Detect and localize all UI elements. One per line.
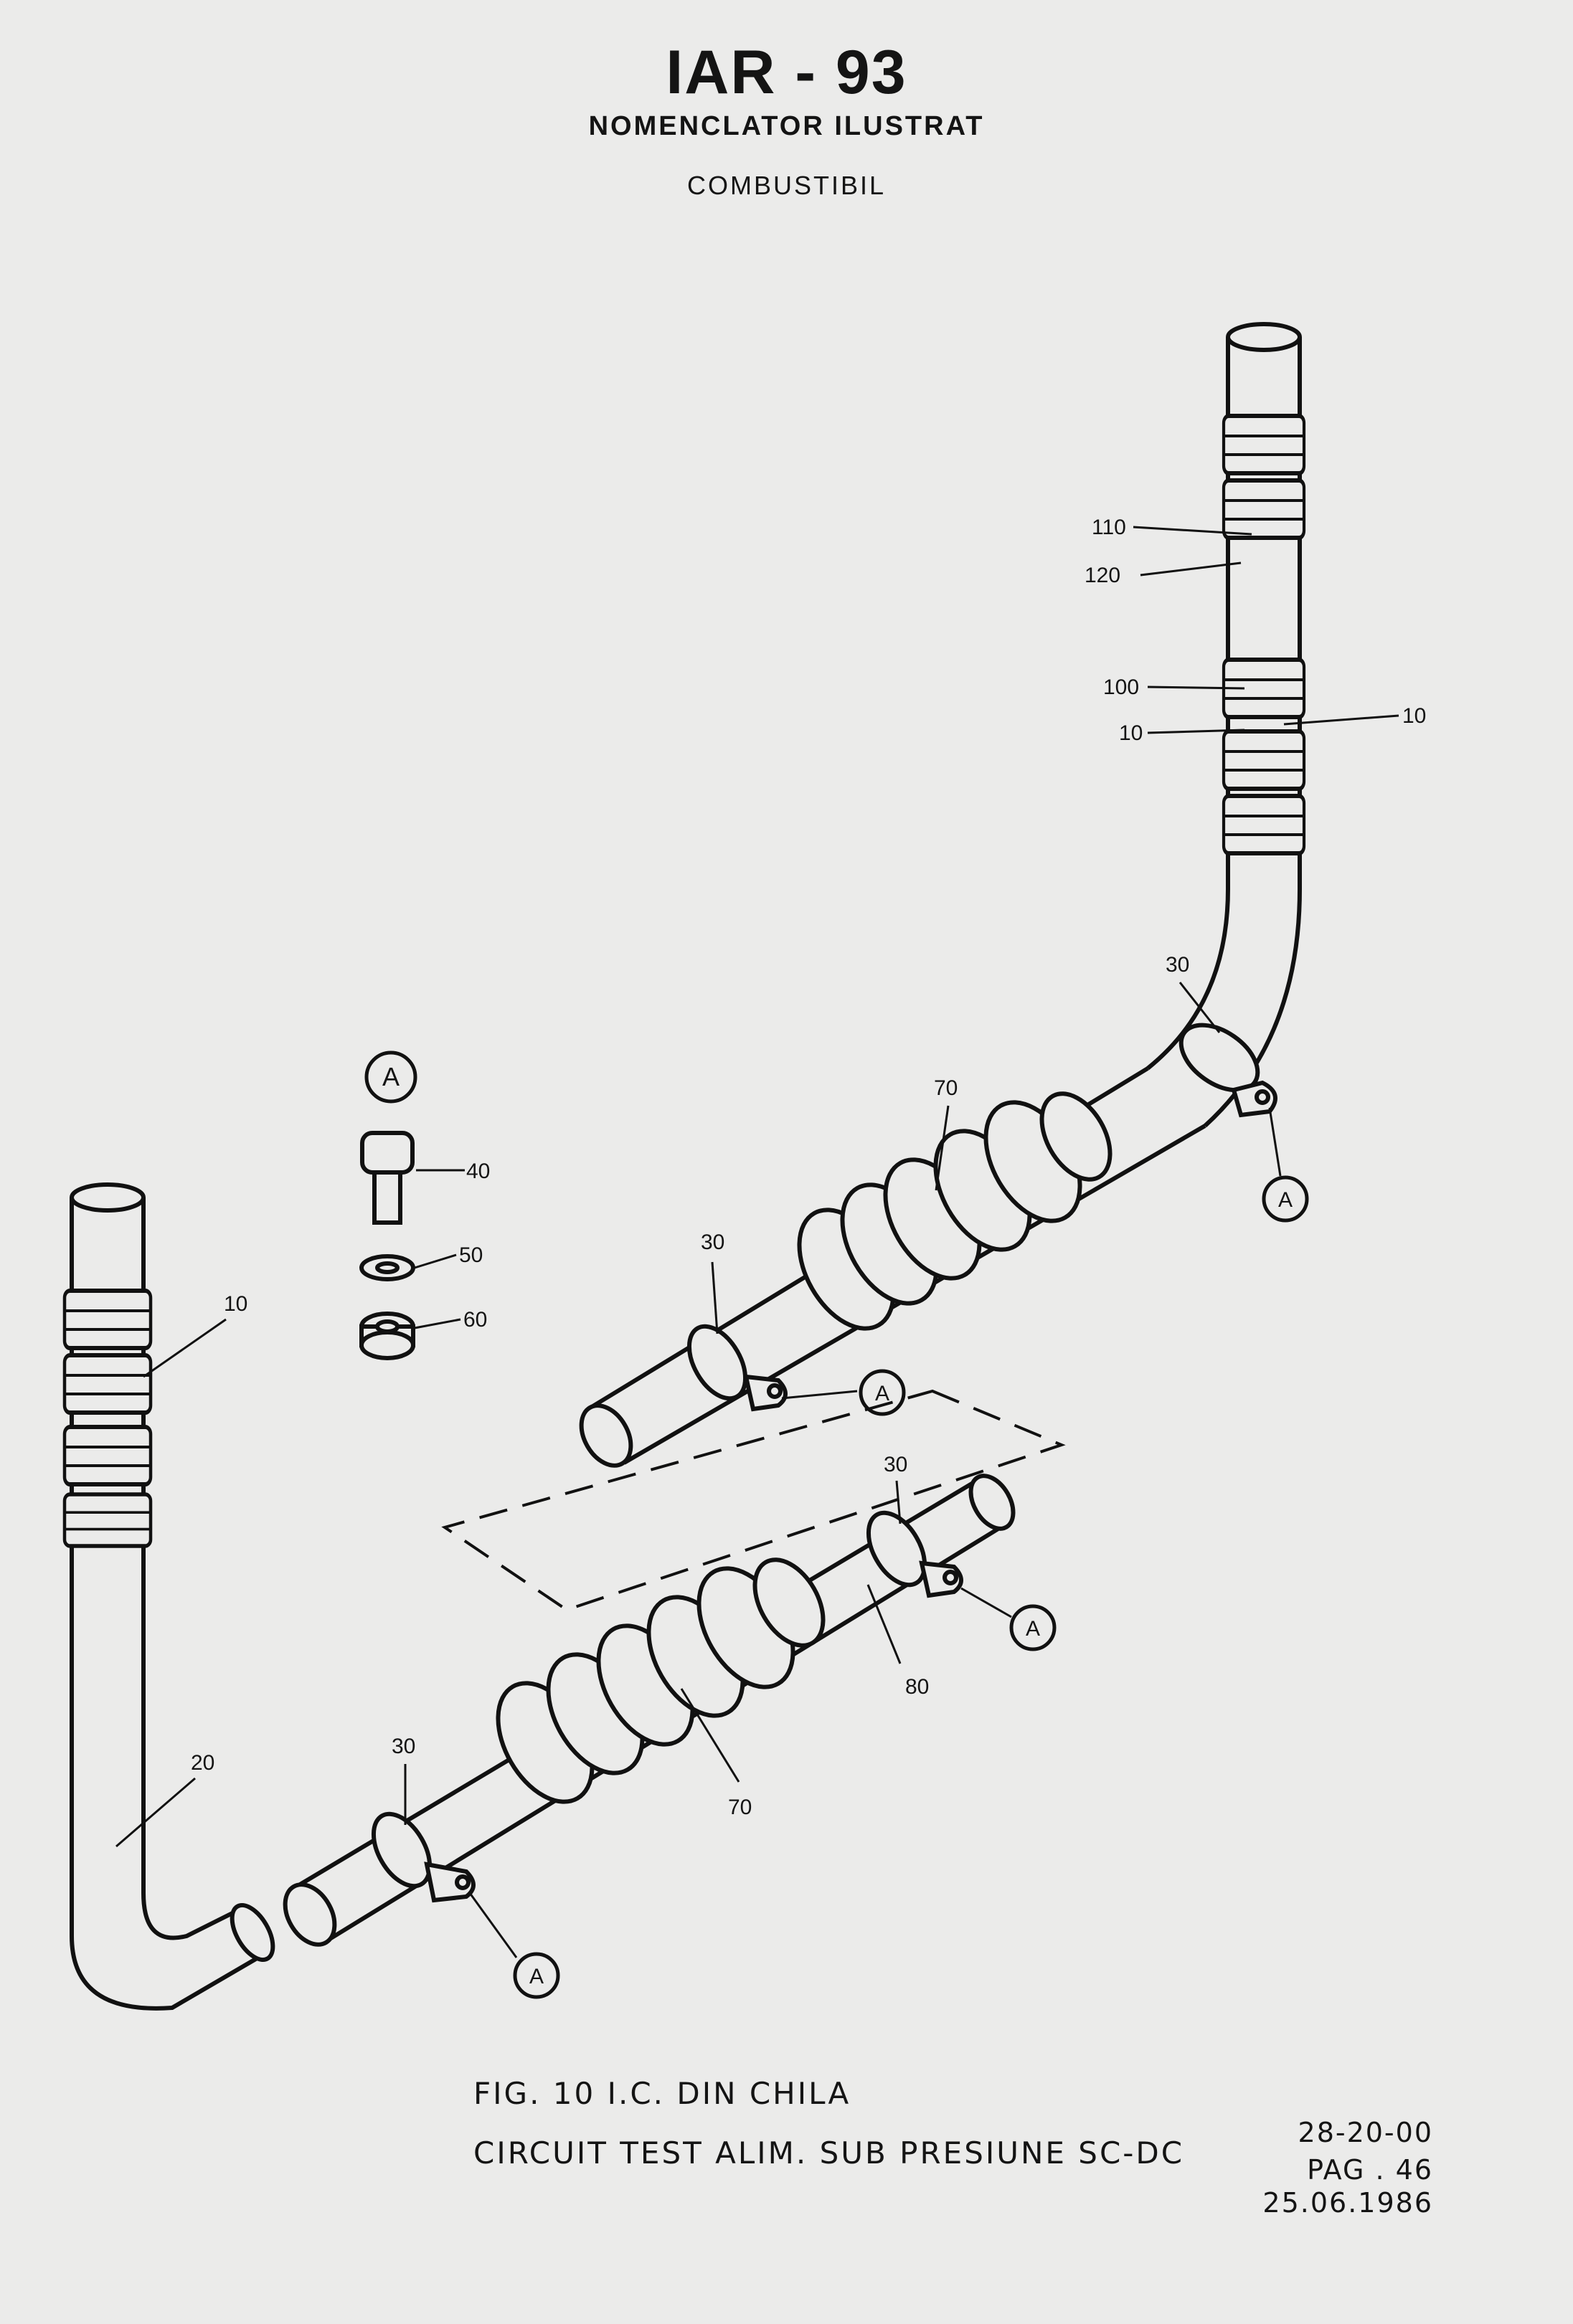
svg-text:A: A: [529, 1965, 544, 1988]
left-pipe-20: [70, 1182, 275, 2011]
detail-a-marker-upper-bend: A: [1262, 1175, 1309, 1223]
leader-lines: [115, 526, 1399, 1958]
clamp-lower-right: [866, 1510, 963, 1598]
lower-diagonal-fittings: [496, 1557, 826, 1804]
detail-a-marker-lower-left: A: [513, 1952, 560, 1999]
callout-20: 20: [191, 1751, 214, 1775]
callout-80: 80: [905, 1675, 929, 1699]
svg-text:A: A: [1278, 1188, 1293, 1212]
page-number: PAG . 46: [1307, 2154, 1433, 2186]
svg-text:A: A: [875, 1382, 889, 1405]
clamp-upper-left: [686, 1324, 788, 1412]
document-subtitle: NOMENCLATOR ILUSTRAT: [588, 111, 985, 141]
revision-date: 25.06.1986: [1262, 2187, 1433, 2219]
callout-30-upper-left: 30: [701, 1230, 724, 1254]
callout-70-upper: 70: [934, 1076, 958, 1100]
callout-10-left-pipe: 10: [224, 1292, 247, 1316]
callout-120: 120: [1085, 564, 1120, 587]
callout-10-upper-left: 10: [1119, 721, 1143, 745]
clamp-lower-left: [371, 1811, 476, 1903]
figure-caption-line-1: FIG. 10 I.C. DIN CHILA: [473, 2076, 851, 2111]
figure-caption-line-2: CIRCUIT TEST ALIM. SUB PRESIUNE SC-DC: [473, 2135, 1185, 2171]
upper-fitting-110: [1224, 416, 1304, 538]
detail-a-marker-lower-right: A: [1009, 1604, 1057, 1651]
left-pipe-fitting-10: [65, 1291, 151, 1546]
detail-a-header-marker: A: [364, 1050, 417, 1104]
svg-text:A: A: [382, 1062, 400, 1091]
upper-vertical-pipe: [1146, 322, 1302, 1128]
chapter-reference: 28-20-00: [1298, 2117, 1433, 2148]
callout-10-upper-right: 10: [1402, 704, 1426, 728]
callout-70-lower: 70: [728, 1796, 752, 1819]
callout-30-upper-bend: 30: [1166, 953, 1189, 977]
clamp-upper-bend: [1178, 1023, 1277, 1118]
callout-40: 40: [466, 1159, 490, 1183]
upper-diagonal-fittings: [797, 1091, 1113, 1331]
svg-text:A: A: [1026, 1617, 1040, 1641]
callout-60: 60: [463, 1308, 487, 1332]
dash-alignment-box: [441, 1389, 1066, 1612]
callout-100: 100: [1103, 675, 1139, 699]
document-section: COMBUSTIBIL: [686, 171, 887, 200]
callout-30-lower-left: 30: [392, 1735, 415, 1758]
callout-50: 50: [459, 1243, 483, 1267]
document-title: IAR - 93: [666, 38, 907, 107]
detail-a-marker-upper-left: A: [859, 1369, 906, 1416]
detail-a-hardware: [359, 1131, 415, 1360]
callout-110: 110: [1092, 516, 1126, 539]
callout-30-lower-right: 30: [884, 1453, 907, 1476]
